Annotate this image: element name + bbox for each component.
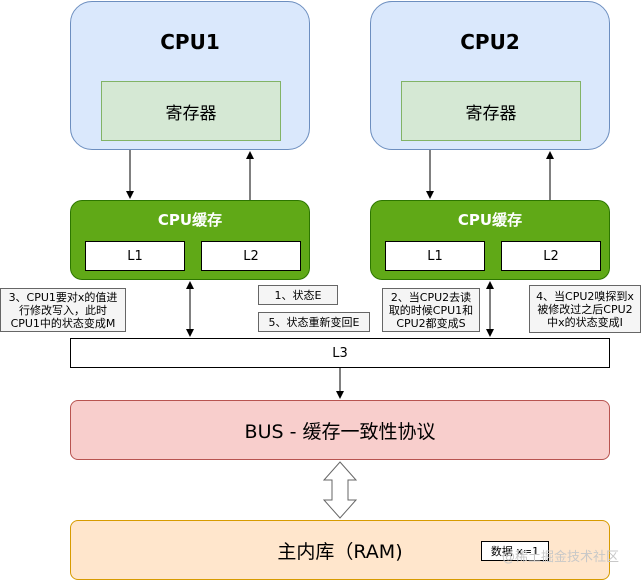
ram-label: 主内库（RAM) <box>277 540 403 563</box>
cpu1-cache-l1: L1 <box>85 241 185 271</box>
note-step1: 1、状态E <box>258 285 338 305</box>
l3-cache-bar: L3 <box>70 338 610 368</box>
cpu2-cache-box: CPU缓存 L1 L2 <box>370 200 610 280</box>
bus-ram-double-arrow <box>322 461 358 519</box>
cpu2-cache-title: CPU缓存 <box>457 211 523 229</box>
cpu2-cache-l1: L1 <box>385 241 485 271</box>
cpu1-register: 寄存器 <box>101 81 281 141</box>
watermark-text: @稀土掘金技术社区 <box>502 550 620 565</box>
bus-box: BUS - 缓存一致性协议 <box>70 400 610 460</box>
cpu1-cache-box: CPU缓存 L1 L2 <box>70 200 310 280</box>
cpu1-cache-l2: L2 <box>201 241 301 271</box>
cpu2-cache-l2: L2 <box>501 241 601 271</box>
cpu1-title: CPU1 <box>160 30 220 54</box>
data-x-label: 数据 x=1 <box>481 541 549 561</box>
cpu2-box: CPU2 寄存器 <box>370 1 610 150</box>
note-step5: 5、状态重新变回E <box>258 312 370 332</box>
cpu1-cache-title: CPU缓存 <box>157 211 223 229</box>
cpu1-box: CPU1 寄存器 <box>70 1 310 150</box>
cpu2-title: CPU2 <box>460 30 520 54</box>
cpu2-register: 寄存器 <box>401 81 581 141</box>
note-step2: 2、当CPU2去读 取的时候CPU1和 CPU2都变成S <box>382 288 480 332</box>
note-step3: 3、CPU1要对x的值进 行修改写入，此时 CPU1中的状态变成M <box>0 288 126 332</box>
note-step4: 4、当CPU2嗅探到x 被修改过之后CPU2 中x的状态变成I <box>529 285 641 333</box>
